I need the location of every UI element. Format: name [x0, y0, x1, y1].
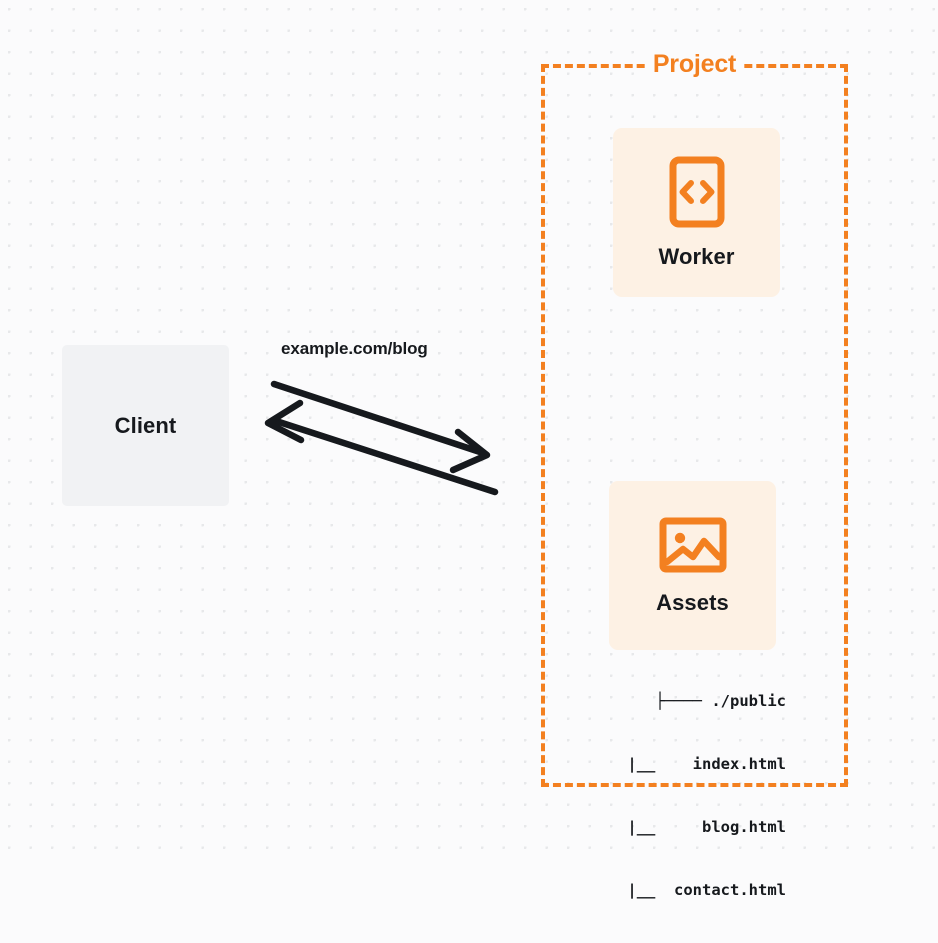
assets-node[interactable]: Assets [609, 481, 776, 650]
file-tree-row-blog: |__ blog.html [627, 818, 786, 836]
request-url-label: example.com/blog [281, 339, 428, 358]
code-brackets-icon [669, 156, 725, 228]
request-arrow [270, 380, 491, 474]
diagram-canvas: Client example.com/blog Project Worker [0, 0, 938, 899]
file-tree-row-contact: |__ contact.html [627, 881, 786, 899]
file-tree-row-index: |__ index.html [627, 755, 786, 773]
worker-node-label: Worker [658, 243, 735, 269]
image-icon [659, 516, 727, 574]
worker-node[interactable]: Worker [613, 128, 780, 297]
response-arrow [264, 399, 499, 496]
client-node[interactable]: Client [62, 345, 229, 506]
assets-node-label: Assets [656, 589, 729, 615]
project-title: Project [645, 50, 744, 79]
assets-file-tree: ├──── ./public |__ index.html |__ blog.h… [576, 649, 786, 943]
file-tree-row-root: ├──── ./public [655, 692, 786, 710]
client-node-label: Client [114, 412, 177, 438]
project-boundary: Project [541, 50, 848, 787]
